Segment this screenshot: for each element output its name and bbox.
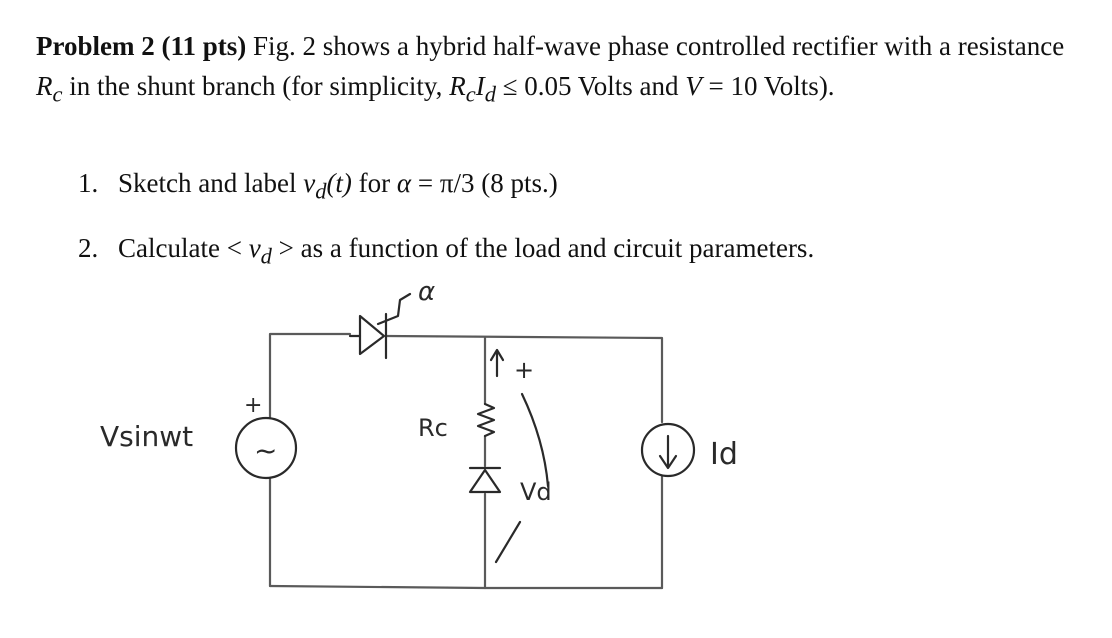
rcid-r: R — [449, 71, 466, 101]
vd-arrow-icon — [489, 348, 550, 564]
id-label: Id — [710, 437, 738, 472]
leq-symbol: ≤ — [495, 71, 525, 101]
item-text-b: > as a function of the load and circuit … — [271, 233, 815, 263]
vd-plus: + — [514, 356, 534, 384]
item-text-a: Calculate < — [118, 233, 249, 263]
time-arg: (t) — [326, 168, 352, 198]
ac-source-icon — [234, 416, 298, 480]
thyristor-icon — [348, 292, 412, 360]
vd-subscript: d — [260, 243, 272, 269]
item-number: 2. — [78, 233, 99, 263]
vd-subscript: d — [315, 178, 327, 204]
rc-subscript: c — [52, 81, 63, 107]
problem-statement: Problem 2 (11 pts) Fig. 2 shows a hybrid… — [36, 26, 1086, 114]
source-plus: + — [244, 393, 262, 418]
v-symbol: V — [685, 71, 702, 101]
rc-symbol: R — [36, 71, 53, 101]
vd-label: Vd — [520, 478, 552, 506]
list-item: 1. Sketch and label vd(t) for α = π/3 (8 … — [78, 168, 1058, 204]
down-arrow-icon — [658, 434, 678, 470]
rc-label: Rc — [418, 414, 448, 442]
rcid-i: I — [475, 71, 485, 101]
problem-title: Problem 2 (11 pts) — [36, 31, 247, 61]
diode-icon — [468, 466, 502, 494]
problem-intro: Fig. 2 shows a hybrid half-wave phase co… — [246, 31, 1065, 61]
condition-2: = 10 Volts). — [701, 71, 835, 101]
item-text-b: for — [351, 168, 397, 198]
list-item: 2. Calculate < vd > as a function of the … — [78, 233, 1058, 269]
vd-symbol: v — [248, 233, 261, 263]
source-label: Vsinwt — [100, 420, 193, 453]
bottom-wire — [268, 584, 664, 590]
current-source-icon — [640, 422, 696, 478]
problem-mid: in the shunt branch (for simplicity, — [62, 71, 450, 101]
item-text-a: Sketch and label — [118, 168, 304, 198]
rcid-d: d — [484, 81, 496, 107]
source-symbol: ~ — [254, 434, 277, 467]
rcid-c: c — [465, 81, 476, 107]
condition-1: 0.05 Volts and — [524, 71, 686, 101]
alpha-symbol: α — [396, 168, 412, 198]
resistor-icon — [476, 402, 496, 438]
alpha-label: α — [418, 277, 435, 307]
item-number: 1. — [78, 168, 99, 198]
vd-symbol: v — [303, 168, 316, 198]
top-wire — [384, 334, 664, 424]
left-wire — [268, 332, 352, 420]
item-text-c: = π/3 (8 pts.) — [411, 168, 558, 198]
